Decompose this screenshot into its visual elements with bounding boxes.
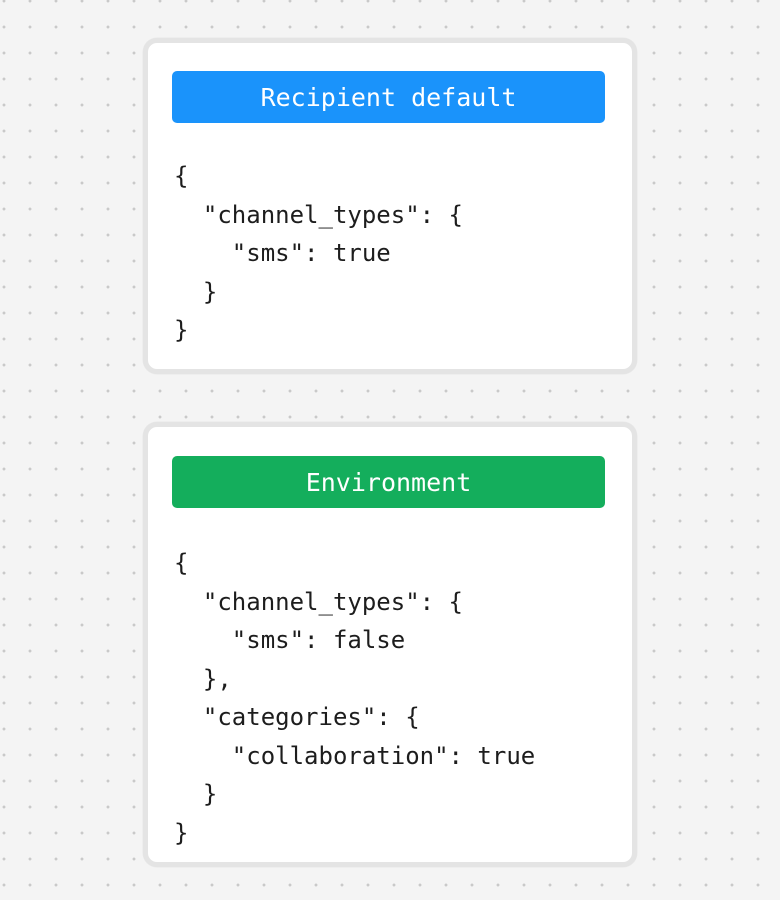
json-line: "channel_types": { — [174, 587, 463, 616]
card-header-environment[interactable]: Environment — [172, 456, 605, 508]
json-line: } — [174, 277, 218, 306]
json-block-recipient-default: { "channel_types": { "sms": true }} — [174, 157, 618, 350]
json-line: { — [174, 549, 189, 577]
card-recipient-default[interactable]: Recipient default { "channel_types": { "… — [143, 38, 637, 374]
card-header-recipient-default[interactable]: Recipient default — [172, 71, 605, 123]
json-line: "sms": true — [174, 239, 391, 267]
json-line: "collaboration": true — [174, 741, 536, 770]
json-line: }, — [174, 664, 232, 693]
json-block-environment: { "channel_types": { "sms": false }, "ca… — [174, 544, 618, 852]
json-line: "channel_types": { — [174, 200, 463, 229]
json-line: "categories": { — [174, 703, 420, 731]
card-header-title: Environment — [305, 467, 472, 497]
card-header-title: Recipient default — [260, 82, 517, 112]
json-line: } — [174, 780, 218, 808]
card-environment[interactable]: Environment { "channel_types": { "sms": … — [143, 422, 637, 867]
json-line: { — [174, 162, 189, 190]
json-line: "sms": false — [174, 626, 406, 654]
json-line: } — [174, 818, 189, 847]
json-line: } — [174, 316, 189, 344]
